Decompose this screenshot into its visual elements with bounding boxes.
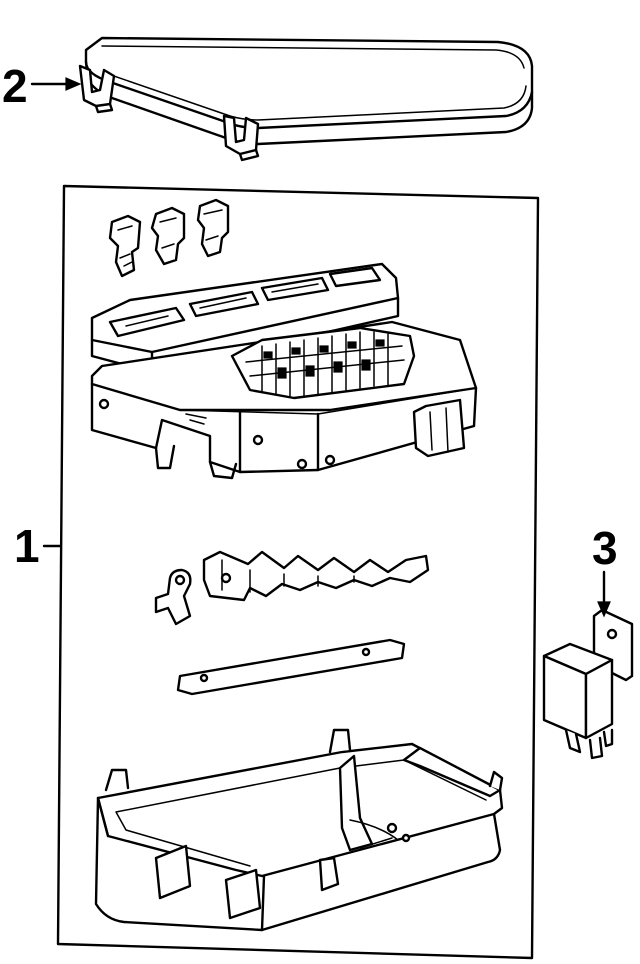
callout-1: 1 (14, 520, 62, 572)
callout-2: 2 (2, 60, 82, 112)
callout-1-label: 1 (14, 520, 40, 572)
part-1-bracket-frame (56, 184, 540, 960)
part-cover (78, 36, 534, 162)
main-fuse-box (90, 320, 478, 480)
bus-bar-strip (202, 550, 430, 602)
lower-housing-tray (94, 728, 504, 932)
callout-3: 3 (592, 522, 618, 618)
part-relay (542, 608, 634, 760)
callout-3-arrow-icon (597, 601, 611, 618)
callout-2-arrow-icon (65, 77, 82, 91)
callout-3-label: 3 (592, 522, 618, 574)
terminal-connectors (108, 198, 230, 278)
callout-2-label: 2 (2, 60, 28, 112)
flat-plate (176, 638, 406, 696)
ring-terminal (154, 568, 192, 626)
